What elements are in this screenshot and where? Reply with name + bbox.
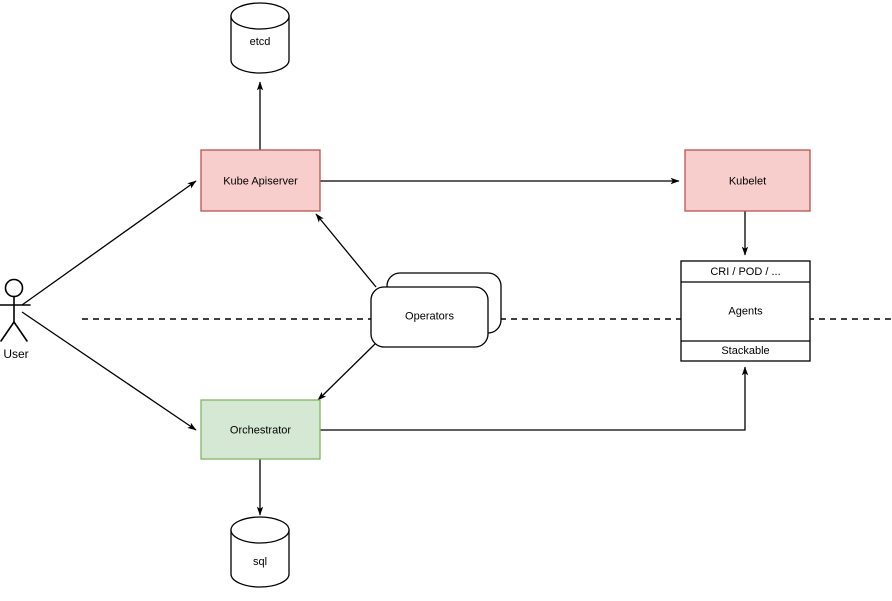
node-etcd: etcd (230, 2, 290, 74)
kube-apiserver-label: Kube Apiserver (223, 175, 298, 187)
operators-box-front (370, 286, 489, 348)
sql-cylinder-body (230, 529, 290, 588)
orchestrator-box (200, 399, 321, 460)
kube-apiserver-box (200, 149, 321, 212)
node-orchestrator: Orchestrator (200, 399, 321, 460)
operators-label: Operators (405, 310, 454, 322)
kubelet-label: Kubelet (729, 175, 766, 187)
sql-label: sql (253, 556, 267, 568)
actor-leg-left-icon (0, 321, 15, 342)
edge-user-to-orchestrator (21, 311, 197, 431)
etcd-cylinder-body (230, 15, 290, 74)
node-operators: Operators (370, 272, 502, 348)
edge-orchestrator-to-stackable (320, 366, 749, 431)
edge-layer (21, 81, 749, 516)
edge-operators-to-orchestrator (317, 342, 377, 401)
edge-user-to-apiserver (21, 180, 197, 306)
etcd-cylinder-top (230, 2, 290, 30)
actor-leg-right-icon (13, 321, 28, 342)
agents-section-cri-label: CRI / POD / ... (710, 266, 780, 278)
actor-user: User (0, 278, 31, 361)
etcd-label: etcd (250, 36, 271, 48)
node-agents: CRI / POD / ... Agents Stackable (680, 260, 811, 362)
edge-operators-to-apiserver (315, 213, 377, 288)
sql-cylinder-top (230, 516, 290, 544)
agents-box (680, 260, 811, 362)
node-kubelet: Kubelet (684, 149, 811, 212)
kubelet-box (684, 149, 811, 212)
node-sql: sql (230, 516, 290, 588)
actor-head-icon (4, 278, 24, 298)
agents-section-stackable-label: Stackable (721, 345, 769, 357)
actor-user-label: User (3, 347, 28, 361)
agents-section-agents-label: Agents (728, 305, 763, 317)
node-kube-apiserver: Kube Apiserver (200, 149, 321, 212)
orchestrator-label: Orchestrator (230, 424, 291, 436)
